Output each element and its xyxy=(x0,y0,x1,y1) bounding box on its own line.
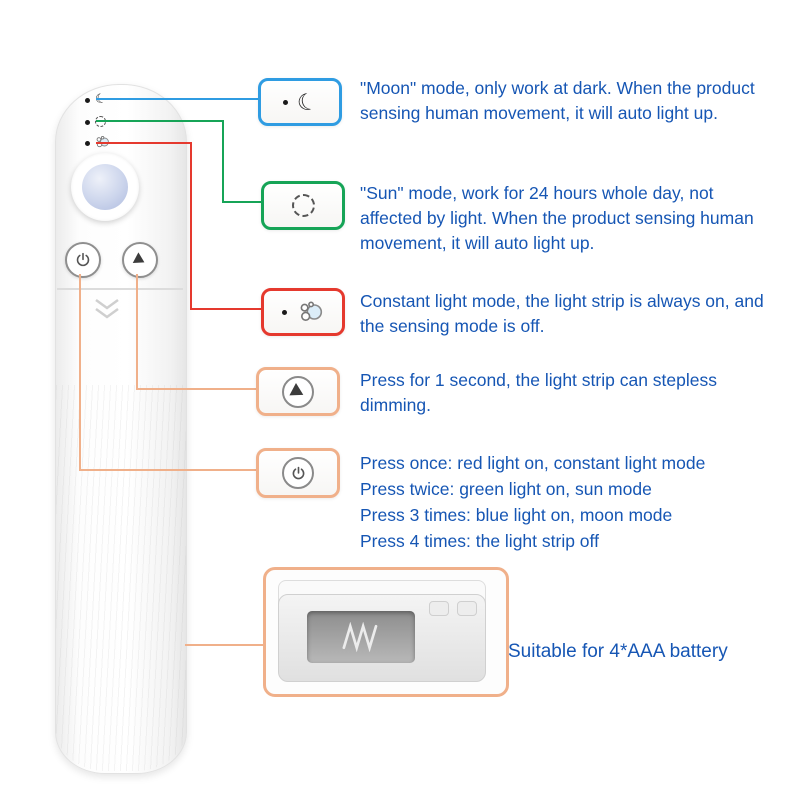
battery-compartment-opening xyxy=(307,611,415,663)
power-button-icon xyxy=(282,457,314,489)
constant-light-icon xyxy=(300,301,323,321)
constant-connector-line xyxy=(190,142,192,310)
sun-connector-line xyxy=(222,201,262,203)
sun-mode-text: "Sun" mode, work for 24 hours whole day,… xyxy=(360,183,754,253)
battery-photo-box xyxy=(263,567,509,697)
constant-mode-text: Constant light mode, the light strip is … xyxy=(360,291,764,336)
dim-connector-line xyxy=(136,388,257,390)
battery-post xyxy=(429,601,449,616)
power-instruction-line: Press twice: green light on, sun mode xyxy=(360,479,652,499)
moon-callout-box: ☾ xyxy=(258,78,342,126)
constant-connector-line xyxy=(190,308,262,310)
dim-connector-line xyxy=(136,274,138,390)
sun-callout-box xyxy=(261,181,345,230)
dim-button-icon xyxy=(282,375,314,408)
battery-case xyxy=(278,594,486,682)
play-icon xyxy=(132,252,148,268)
motion-sensor xyxy=(71,153,139,221)
dim-instruction-text: Press for 1 second, the light strip can … xyxy=(360,370,717,415)
constant-light-icon xyxy=(96,136,109,148)
power-instruction-text: Press once: red light on, constant light… xyxy=(360,450,705,554)
power-callout-box xyxy=(256,448,340,498)
constant-callout-box xyxy=(261,288,345,336)
battery-spring-icon xyxy=(342,622,378,652)
battery-note-text: Suitable for 4*AAA battery xyxy=(508,641,728,662)
sun-icon xyxy=(291,194,315,217)
motion-sensor-lens xyxy=(82,164,128,210)
device-seam xyxy=(57,288,183,290)
power-icon xyxy=(292,466,304,479)
sun-led-dot xyxy=(85,120,90,125)
device-body: ☾ xyxy=(55,84,187,774)
dim-callout-box xyxy=(256,367,340,416)
moon-led-dot xyxy=(85,98,90,103)
power-connector-line xyxy=(79,469,257,471)
power-instruction-line: Press 4 times: the light strip off xyxy=(360,531,599,551)
battery-post xyxy=(457,601,477,616)
chevron-down-icon xyxy=(95,298,119,319)
moon-connector-line xyxy=(96,98,258,100)
power-icon xyxy=(76,252,90,267)
power-button xyxy=(65,242,101,278)
play-icon xyxy=(289,382,307,401)
sun-connector-line xyxy=(96,120,224,122)
moon-led-dot xyxy=(282,99,288,105)
power-instruction-line: Press once: red light on, constant light… xyxy=(360,453,706,473)
constant-led-dot xyxy=(85,141,90,146)
power-connector-line xyxy=(79,274,81,471)
sun-connector-line xyxy=(222,120,224,203)
battery-connector-line xyxy=(185,644,265,646)
power-instruction-line: Press 3 times: blue light on, moon mode xyxy=(360,505,673,525)
constant-connector-line xyxy=(96,142,192,144)
moon-mode-text: "Moon" mode, only work at dark. When the… xyxy=(360,78,755,123)
constant-led-dot xyxy=(282,309,287,315)
moon-icon: ☾ xyxy=(293,86,321,117)
dim-button xyxy=(122,242,158,278)
device-texture xyxy=(56,385,186,771)
